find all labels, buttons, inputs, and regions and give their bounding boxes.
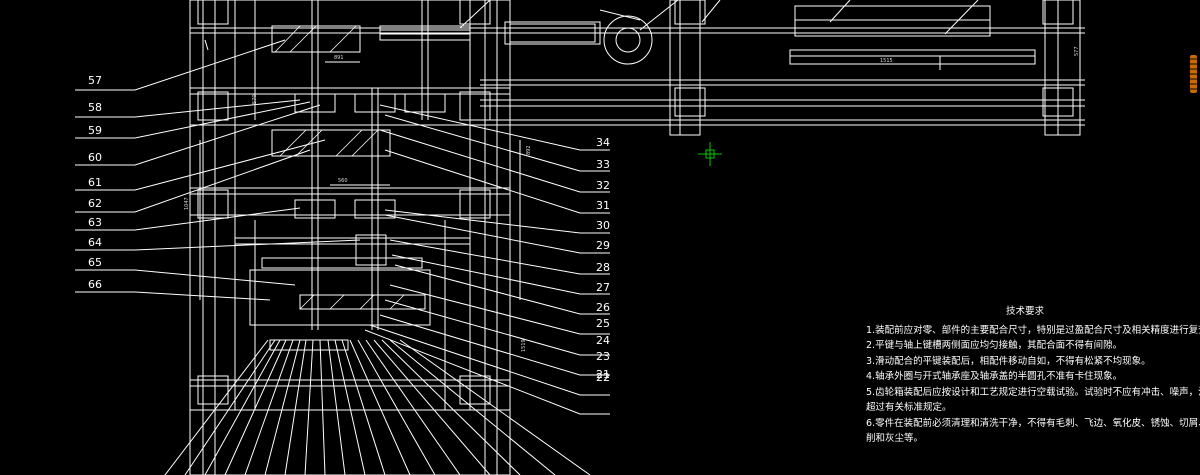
dimension-577: 577	[1074, 46, 1080, 56]
part-label-24: 24	[596, 334, 610, 347]
note-line-1: 1.装配前应对零、部件的主要配合尺寸，特别是过盈配合尺寸及相关精度进行复查。	[866, 324, 1200, 336]
part-label-60: 60	[88, 151, 102, 164]
hatch-areas	[274, 25, 405, 310]
drawing-structure	[164, 0, 1085, 475]
left-part-labels: 57 58 59 60 61 62 63 64 65 66	[88, 74, 102, 291]
part-label-23: 23	[596, 350, 610, 363]
part-label-30: 30	[596, 219, 610, 232]
zoom-scrollbar[interactable]	[1190, 55, 1197, 93]
note-line-7: 6.零件在装配前必须清理和清洗干净，不得有毛刺、飞边、氧化皮、锈蚀、切屑、油	[866, 417, 1200, 429]
note-line-3: 3.滑动配合的平键装配后，相配件移动自如，不得有松紧不均现象。	[866, 355, 1151, 367]
note-line-4: 4.轴承外圈与开式轴承座及轴承盖的半圆孔不准有卡住现象。	[866, 371, 1123, 382]
dimension-1047: 1047	[184, 197, 190, 210]
part-label-31: 31	[596, 199, 610, 212]
note-line-8: 削和灰尘等。	[866, 433, 924, 444]
dimension-570: 570	[252, 94, 258, 104]
part-label-61: 61	[88, 176, 102, 189]
dimension-texts: 891 560 570 1515 1047 892 577 1519	[184, 46, 1080, 352]
dimension-560: 560	[338, 178, 348, 184]
part-label-65: 65	[88, 256, 102, 269]
part-label-28: 28	[596, 261, 610, 274]
dimension-891: 891	[334, 55, 344, 61]
dimension-1515: 1515	[880, 58, 893, 64]
left-leaders	[75, 39, 361, 301]
part-label-33: 33	[596, 158, 610, 171]
dimension-1519: 1519	[521, 339, 527, 352]
part-label-26: 26	[596, 301, 610, 314]
part-label-66: 66	[88, 278, 102, 291]
technical-requirements: 技术要求 1.装配前应对零、部件的主要配合尺寸，特别是过盈配合尺寸及相关精度进行…	[866, 304, 1200, 447]
notes-title: 技术要求	[1006, 306, 1045, 317]
part-label-21: 21	[596, 368, 610, 381]
note-line-6: 超过有关标准规定。	[866, 402, 952, 413]
crosshair-cursor	[698, 142, 722, 166]
part-label-58: 58	[88, 101, 102, 114]
part-label-62: 62	[88, 197, 102, 210]
part-label-32: 32	[596, 179, 610, 192]
part-label-27: 27	[596, 281, 610, 294]
part-label-63: 63	[88, 216, 102, 229]
part-label-22: 22	[596, 371, 610, 384]
part-label-64: 64	[88, 236, 102, 249]
note-line-2: 2.平键与轴上键槽两侧面应均匀接触，其配合面不得有间隙。	[866, 340, 1123, 351]
part-label-25: 25	[596, 317, 610, 330]
note-line-5: 5.齿轮箱装配后应按设计和工艺规定进行空载试验。试验时不应有冲击、噪声，温升和	[866, 386, 1200, 398]
part-label-29: 29	[596, 239, 610, 252]
part-label-34: 34	[596, 136, 610, 149]
right-leaders	[364, 104, 610, 415]
part-label-57: 57	[88, 74, 102, 87]
dimension-892: 892	[526, 145, 532, 155]
part-label-59: 59	[88, 124, 102, 137]
